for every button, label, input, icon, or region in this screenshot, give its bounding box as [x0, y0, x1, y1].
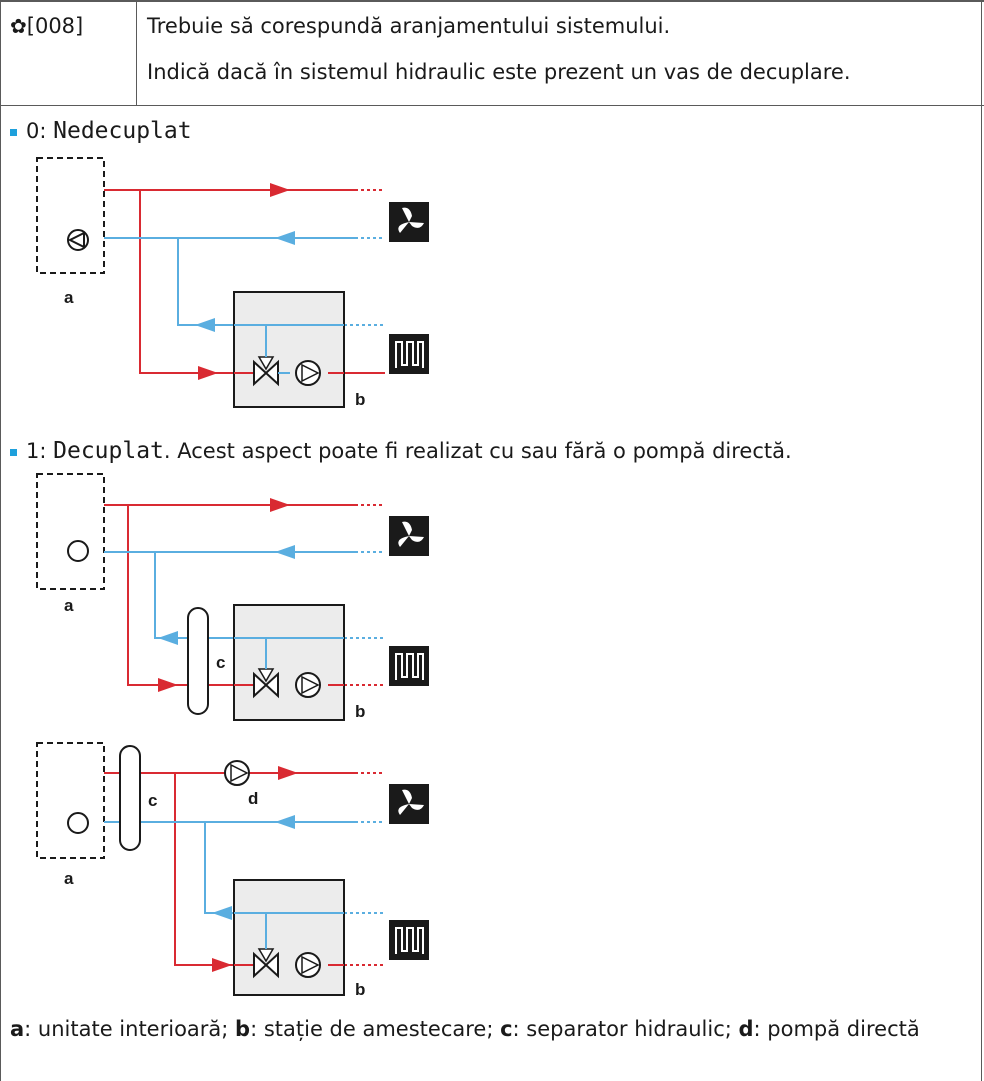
setting-header-row: ✿[008] Trebuie să corespundă aranjamentu… [0, 0, 984, 106]
option-1-value: Decuplat [53, 438, 164, 464]
legend-text-b: : stație de amestecare; [250, 1017, 501, 1041]
label-b: b [355, 702, 365, 721]
option-0-bullet [10, 129, 17, 136]
hydraulic-separator-icon [119, 745, 141, 851]
label-c: c [148, 791, 157, 810]
mixing-valve-icon [253, 671, 279, 699]
option-0-value: Nedecuplat [53, 118, 192, 144]
indoor-pump-icon [67, 540, 89, 562]
setting-code-cell: ✿[008] [0, 0, 137, 106]
mixing-station-box [233, 879, 345, 996]
cold-arrow [275, 231, 295, 245]
setting-description-line-2: Indică dacă în sistemul hidraulic este p… [147, 60, 851, 84]
option-0-text: 0: Nedecuplat [26, 118, 192, 144]
label-d: d [248, 789, 258, 808]
hot-branch-line [139, 190, 234, 374]
indoor-pump-icon [67, 812, 89, 834]
setting-description-line-1: Trebuie să corespundă aranjamentului sis… [147, 14, 671, 38]
gear-icon: ✿ [10, 14, 27, 38]
cold-branch-line [204, 822, 234, 914]
indoor-unit-box [36, 742, 105, 859]
mixing-station-box [233, 291, 345, 408]
legend-key-c: c [500, 1017, 513, 1041]
diagram-decuplat-pompa-directa: a c d b [36, 742, 429, 999]
option-1-bullet [10, 449, 17, 456]
setting-code-text: [008] [26, 14, 84, 38]
legend-text-a: : unitate interioară; [24, 1017, 236, 1041]
label-c: c [216, 653, 225, 672]
label-b: b [355, 390, 365, 409]
diagram-nedecuplat: a b [36, 157, 429, 409]
hydraulic-separator-icon [187, 607, 209, 715]
legend-key-b: b [235, 1017, 251, 1041]
hot-arrow [270, 183, 290, 197]
table-top-rule [0, 0, 984, 2]
legend-text-d: : pompă directă [753, 1017, 920, 1041]
label-a: a [64, 596, 74, 615]
option-0-prefix: 0: [26, 119, 54, 143]
diagram-decuplat: a c b [36, 473, 429, 721]
mixing-station-box [233, 604, 345, 721]
option-1-text: 1: Decuplat. Acest aspect poate fi reali… [26, 438, 792, 464]
label-a: a [64, 288, 74, 307]
legend-key-d: d [738, 1017, 754, 1041]
label-b: b [355, 980, 365, 999]
legend-text-c: : separator hidraulic; [512, 1017, 739, 1041]
mixing-valve-icon [253, 359, 279, 387]
legend-key-a: a [10, 1017, 25, 1041]
indoor-unit-box [36, 473, 105, 590]
cold-branch-line [177, 238, 234, 326]
option-1-suffix: . Acest aspect poate fi realizat cu sau … [163, 439, 792, 463]
mixing-valve-icon [253, 951, 279, 979]
indoor-unit-box [36, 157, 105, 274]
label-a: a [64, 869, 74, 888]
option-1-prefix: 1: [26, 439, 54, 463]
setting-code: ✿[008] [10, 14, 83, 38]
legend: a: unitate interioară; b: stație de ames… [10, 1014, 950, 1044]
